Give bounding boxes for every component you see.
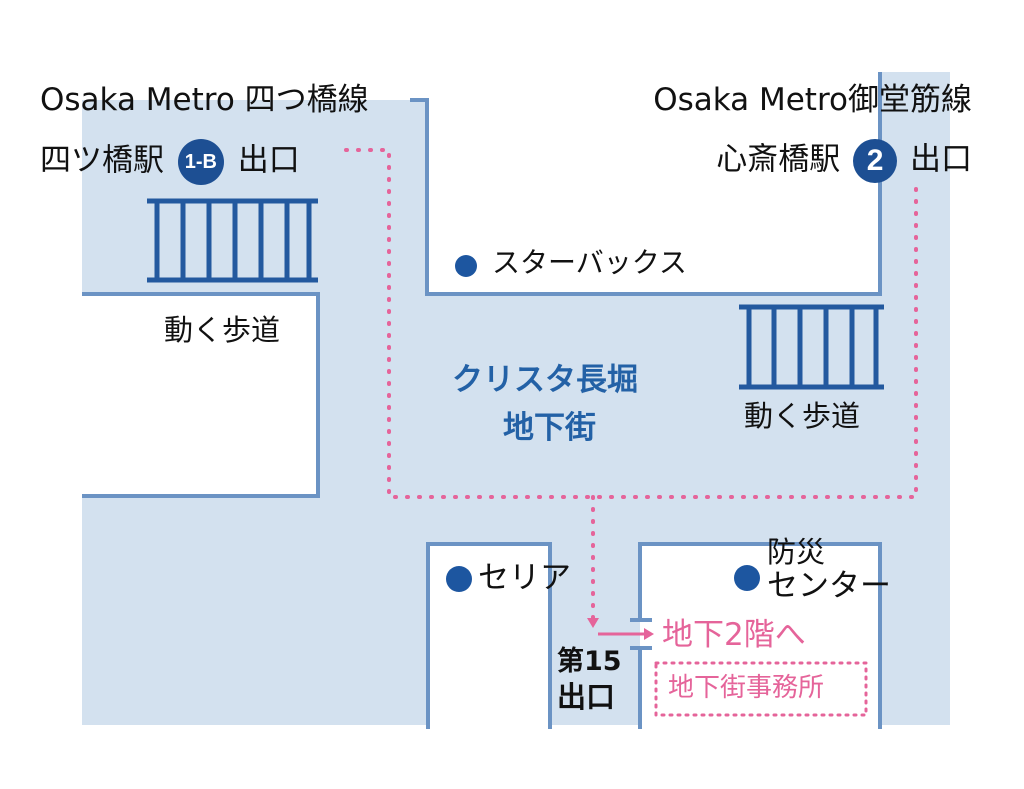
disaster-center-dot-icon (734, 565, 760, 591)
yotsubashi-exit-text: 出口 (237, 142, 300, 179)
starbucks-label[interactable]: スターバックス (492, 246, 687, 279)
midosuji-line-label: Osaka Metro御堂筋線 (653, 82, 972, 118)
office-label: 地下街事務所 (668, 673, 825, 703)
shinsaibashi-station-name: 心斎橋駅 (716, 141, 841, 178)
moving-walkway-right-icon (739, 304, 884, 390)
walls (82, 72, 882, 729)
exit-15-label-line1: 第15 (557, 646, 622, 677)
seria-dot-icon (446, 566, 472, 592)
moving-walkway-left-icon (147, 198, 318, 283)
disaster-center-label-line2[interactable]: センター (767, 568, 891, 604)
yotsubashi-station-name: 四ツ橋駅 (40, 142, 164, 179)
office-dotted-box (654, 661, 868, 717)
starbucks-dot-icon (455, 255, 477, 277)
area-name-line1: クリスタ長堀 (452, 362, 638, 398)
seria-label[interactable]: セリア (478, 560, 571, 596)
route-arrow-down-icon (587, 618, 599, 628)
to-b2-label: 地下2階へ (662, 617, 806, 653)
route-path (344, 148, 918, 620)
exit-badge-1b: 1-B (177, 139, 224, 185)
route-arrow-right-icon (644, 628, 654, 640)
left-building-block (82, 296, 318, 496)
shinsaibashi-exit-label[interactable]: 心斎橋駅 2 出口 (716, 139, 972, 183)
disaster-center-block (640, 544, 880, 729)
exit-15-label-line2: 出口 (557, 680, 616, 714)
disaster-center-label-line1[interactable]: 防災 (767, 535, 826, 569)
yotsubashi-exit-label[interactable]: 四ツ橋駅 1-B 出口 (40, 139, 300, 185)
area-name-line2: 地下街 (503, 410, 596, 446)
shinsaibashi-exit-text: 出口 (910, 141, 972, 178)
yotsubashi-line-label: Osaka Metro 四つ橋線 (40, 82, 369, 118)
exit-badge-2: 2 (853, 139, 898, 183)
moving-walkway-right-label: 動く歩道 (744, 399, 861, 433)
moving-walkway-left-label: 動く歩道 (164, 313, 281, 347)
